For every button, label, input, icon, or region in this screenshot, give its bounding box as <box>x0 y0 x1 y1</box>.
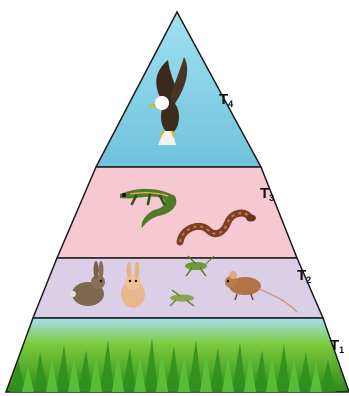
lizard-icon <box>120 188 177 228</box>
mouse-icon <box>225 271 298 313</box>
grasshopper-icon <box>185 255 215 277</box>
label-t4: T4 <box>219 91 234 109</box>
label-t3: T3 <box>260 185 275 203</box>
rabbit-icon <box>70 261 105 306</box>
level-t3 <box>55 166 299 259</box>
grass-icon <box>10 338 336 392</box>
label-t2: T2 <box>297 267 312 285</box>
label-t1: T1 <box>330 337 345 355</box>
grasshopper-icon <box>169 289 195 307</box>
rabbit-icon <box>121 262 145 308</box>
snake-icon <box>176 209 256 246</box>
eagle-icon <box>148 57 188 145</box>
